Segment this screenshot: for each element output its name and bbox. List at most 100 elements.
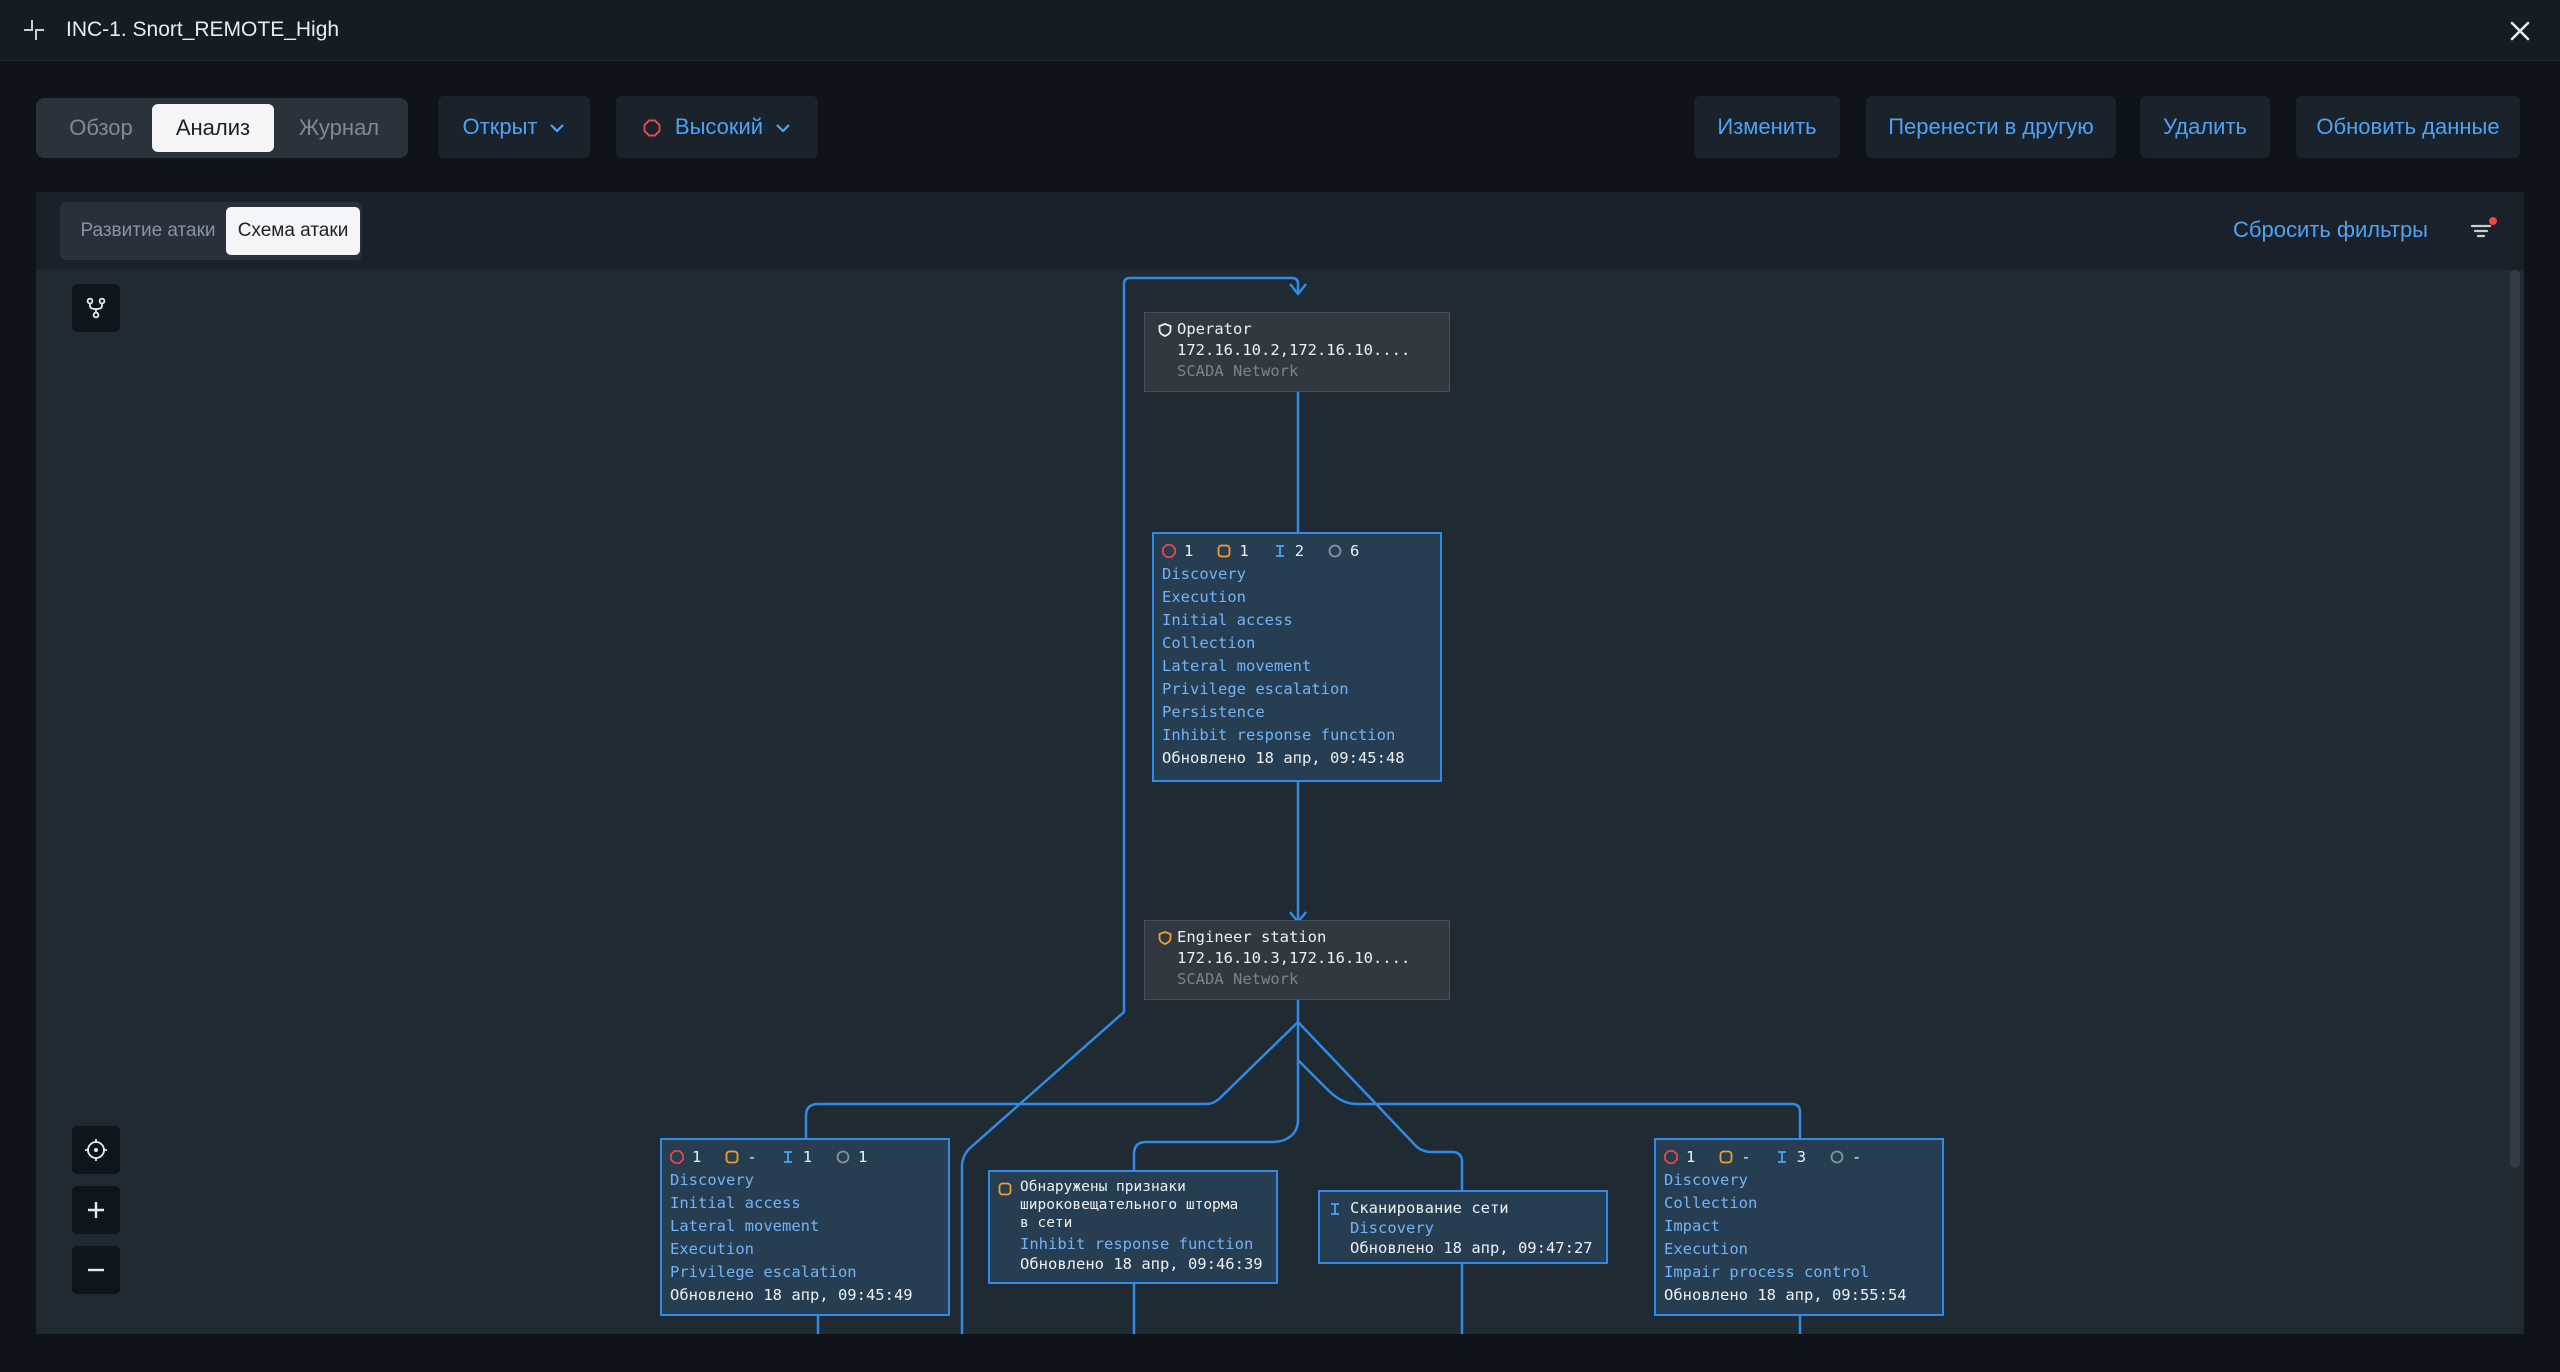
incident-group-left[interactable]: 1 - 1 1 Discovery Initial access Lateral… — [660, 1138, 950, 1316]
attack-graph-canvas[interactable]: Operator 172.16.10.2,172.16.10.... SCADA… — [36, 270, 2524, 1334]
updated-timestamp: Обновлено 18 апр, 09:45:49 — [670, 1286, 913, 1304]
incident-description: широковещательного шторма — [1020, 1197, 1239, 1213]
tactic-item: Persistence — [1162, 703, 1265, 721]
zoom-out-button[interactable] — [72, 1246, 120, 1294]
tab-attack-development[interactable]: Развитие атаки — [80, 220, 216, 241]
incident-group-right[interactable]: 1 - 3 - Discovery Collection Impact Exec… — [1654, 1138, 1944, 1316]
severity-high-icon — [670, 1150, 684, 1164]
severity-high-icon — [643, 119, 661, 137]
count-low: 1 — [781, 1147, 812, 1168]
tab-journal[interactable]: Журнал — [298, 115, 380, 140]
updated-timestamp: Обновлено 18 апр, 09:55:54 — [1664, 1286, 1907, 1304]
chevron-down-icon — [550, 124, 565, 133]
tactic-item: Inhibit response function — [1162, 726, 1396, 744]
severity-info-icon — [1328, 544, 1342, 558]
center-view-button[interactable] — [72, 1126, 120, 1174]
tactic-item: Initial access — [670, 1194, 801, 1212]
close-icon[interactable] — [2505, 16, 2535, 46]
host-node-engineer[interactable]: Engineer station 172.16.10.3,172.16.10..… — [1144, 920, 1450, 1000]
severity-high-icon — [1162, 544, 1176, 558]
status-label: Открыт — [462, 114, 538, 139]
shield-icon — [1158, 322, 1172, 337]
event-counts: 1 1 2 6 — [1162, 540, 1432, 562]
status-dropdown[interactable]: Открыт — [438, 96, 590, 158]
incident-description: в сети — [1020, 1215, 1073, 1231]
tab-overview[interactable]: Обзор — [69, 115, 133, 140]
edge-to-broadcast — [1132, 1022, 1300, 1170]
main-tabs: Обзор Анализ Журнал — [36, 98, 408, 158]
count-info: - — [1830, 1147, 1861, 1168]
tactic-item: Collection — [1162, 634, 1256, 652]
tactic-item: Discovery — [1350, 1219, 1434, 1237]
count-info: 6 — [1328, 541, 1359, 562]
tactic-item: Execution — [670, 1240, 754, 1258]
tactic-item: Privilege escalation — [1162, 680, 1349, 698]
edge-to-group-right — [1297, 1059, 1802, 1138]
count-info: 1 — [836, 1147, 867, 1168]
event-counts: 1 - 1 1 — [670, 1146, 940, 1168]
reset-filters-link[interactable]: Сбросить фильтры — [2233, 217, 2428, 242]
count-medium: - — [725, 1147, 757, 1168]
tactic-item: Discovery — [1664, 1171, 1748, 1189]
severity-medium-icon — [1719, 1150, 1733, 1164]
edge-to-group-left — [804, 1021, 1299, 1138]
incident-broadcast-storm[interactable]: Обнаружены признаки широковещательного ш… — [988, 1170, 1278, 1284]
severity-label: Высокий — [674, 114, 764, 139]
severity-low-icon — [1275, 545, 1284, 557]
severity-medium-icon — [725, 1150, 739, 1164]
tab-attack-scheme[interactable]: Схема атаки — [226, 207, 360, 255]
host-ip: 172.16.10.3,172.16.10.... — [1177, 949, 1411, 967]
count-high: 1 — [1162, 541, 1193, 562]
tactic-item: Lateral movement — [670, 1217, 820, 1235]
layout-tool-button[interactable] — [72, 284, 120, 332]
host-network: SCADA Network — [1177, 970, 1299, 988]
incident-description: Сканирование сети — [1350, 1199, 1509, 1217]
updated-timestamp: Обновлено 18 апр, 09:46:39 — [1020, 1255, 1263, 1273]
chevron-down-icon — [776, 124, 790, 133]
host-node-operator[interactable]: Operator 172.16.10.2,172.16.10.... SCADA… — [1144, 312, 1450, 392]
incident-group-main[interactable]: 1 1 2 6 Discovery Execution Initial acce… — [1152, 532, 1442, 782]
severity-high-icon — [1664, 1150, 1678, 1164]
tactic-item: Discovery — [1162, 565, 1246, 583]
incident-description: Обнаружены признаки — [1020, 1179, 1186, 1195]
delete-button[interactable]: Удалить — [2140, 96, 2270, 158]
tactic-item: Collection — [1664, 1194, 1758, 1212]
tab-analysis[interactable]: Анализ — [152, 104, 274, 152]
count-low: 3 — [1775, 1147, 1806, 1168]
host-name: Operator — [1177, 320, 1252, 338]
event-counts: 1 - 3 - — [1664, 1146, 1934, 1168]
tactic-item: Initial access — [1162, 611, 1293, 629]
minus-icon — [88, 1268, 104, 1272]
collapse-icon[interactable] — [22, 18, 46, 42]
count-low: 2 — [1273, 541, 1304, 562]
severity-low-icon — [1331, 1203, 1339, 1215]
tactic-item: Impair process control — [1664, 1263, 1870, 1281]
edit-button[interactable]: Изменить — [1694, 96, 1840, 158]
tactic-item: Execution — [1162, 588, 1246, 606]
vertical-scrollbar[interactable] — [2510, 270, 2520, 1168]
edge-to-scan — [1297, 1021, 1464, 1190]
severity-low-icon — [783, 1151, 792, 1163]
filter-icon[interactable] — [2466, 214, 2500, 248]
count-medium: 1 — [1217, 541, 1249, 562]
incident-network-scan[interactable]: Сканирование сети Discovery Обновлено 18… — [1318, 1190, 1608, 1264]
edge-loop-left — [960, 276, 1300, 1334]
severity-info-icon — [836, 1150, 850, 1164]
refresh-button[interactable]: Обновить данные — [2296, 96, 2520, 158]
plus-icon — [88, 1202, 104, 1218]
edge-arrow-operator — [1289, 283, 1307, 296]
branch-icon — [86, 297, 106, 319]
severity-medium-icon — [1217, 544, 1231, 558]
zoom-in-button[interactable] — [72, 1186, 120, 1234]
move-button[interactable]: Перенести в другую — [1866, 96, 2116, 158]
crosshair-icon — [85, 1139, 107, 1161]
tactic-item: Inhibit response function — [1020, 1235, 1254, 1253]
graph-edges — [804, 276, 1802, 1334]
tactic-item: Lateral movement — [1162, 657, 1312, 675]
tactic-item: Impact — [1664, 1217, 1720, 1235]
severity-dropdown[interactable]: Высокий — [616, 96, 818, 158]
window-titlebar: INC-1. Snort_REMOTE_High — [0, 0, 2560, 61]
updated-timestamp: Обновлено 18 апр, 09:47:27 — [1350, 1239, 1593, 1257]
window-title: INC-1. Snort_REMOTE_High — [66, 18, 340, 41]
host-name: Engineer station — [1177, 928, 1327, 946]
